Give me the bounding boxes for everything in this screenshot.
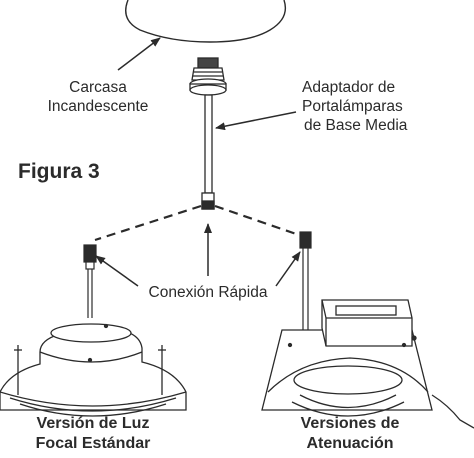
dimming-fixture <box>261 299 474 429</box>
standard-caption-line-1: Versión de Luz <box>36 415 150 432</box>
standard-fixture <box>0 323 187 417</box>
housing-arrow <box>117 37 161 71</box>
dimming-caption-line-1: Versiones de <box>300 415 400 432</box>
connection-label: Conexión Rápida <box>148 284 268 301</box>
adapter-arrow <box>215 111 297 131</box>
left-connector <box>83 244 97 318</box>
housing-label: Carcasa Incandescente <box>38 78 158 116</box>
connection-arrow-right <box>275 251 301 287</box>
standard-caption: Versión de Luz Focal Estándar <box>8 414 178 454</box>
dimming-caption-line-2: Atenuación <box>306 435 394 452</box>
standard-caption-line-2: Focal Estándar <box>35 435 151 452</box>
socket-adapter <box>189 57 227 210</box>
incandescent-housing <box>125 0 287 43</box>
adapter-label-line-1: Adaptador de <box>302 79 396 96</box>
connection-arrow-left <box>95 255 139 287</box>
adapter-label-line-2: Portalámparas <box>302 98 403 115</box>
housing-label-line-1: Carcasa <box>69 79 127 96</box>
leader-arrows <box>95 37 301 287</box>
figure-title: Figura 3 <box>18 160 100 183</box>
housing-label-line-2: Incandescente <box>47 98 149 115</box>
adapter-label-line-3: de Base Media <box>304 117 408 134</box>
dimming-caption: Versiones de Atenuación <box>270 414 430 454</box>
connection-lines <box>94 204 303 242</box>
adapter-label: Adaptador de Portalámparas de Base Media <box>302 78 452 135</box>
